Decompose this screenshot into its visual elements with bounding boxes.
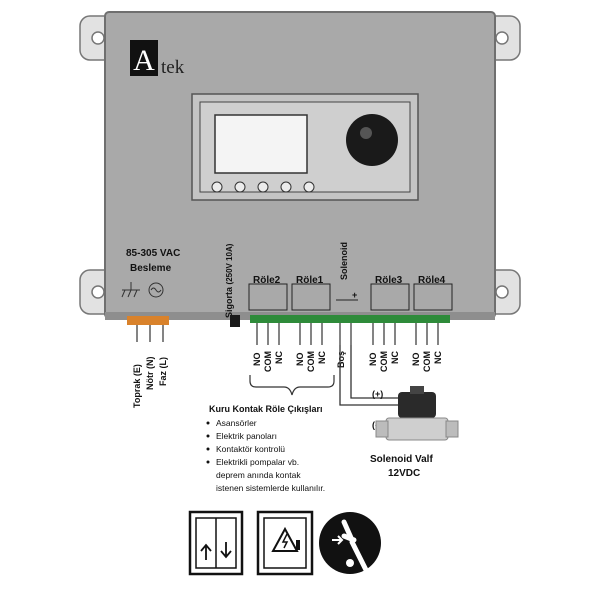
solenoid-valve-icon [375, 386, 459, 441]
dry-contact-list: Asansörler Elektrik panoları Kontaktör k… [206, 418, 325, 493]
valve-name: Solenoid Valf [370, 454, 433, 465]
terminal-neutral: Nötr (N) [145, 357, 155, 391]
relay-symbols [248, 283, 453, 311]
fuse-holder[interactable] [230, 315, 240, 327]
solenoid-label: Solenoid [339, 242, 349, 280]
relay3-label: Röle3 [375, 275, 403, 286]
power-voltage: 85-305 VAC [126, 248, 180, 259]
svg-text:NO: NO [295, 353, 305, 367]
solenoid-spare-terminal: Boş [336, 351, 346, 368]
solenoid-terminal-icon: + [336, 290, 358, 301]
fuse-rating: (250V 10A) [225, 243, 234, 284]
terminal-earth: Toprak (E) [132, 364, 142, 408]
svg-text:NC: NC [433, 351, 443, 364]
relay2-contacts: NO COM NC [252, 351, 284, 372]
terminal-phase: Faz (L) [158, 357, 168, 386]
valve-voltage: 12VDC [388, 468, 420, 479]
panel-buttons[interactable] [211, 181, 315, 193]
svg-text:NC: NC [390, 351, 400, 364]
solenoid-plus: (+) [372, 389, 383, 399]
svg-text:NO: NO [368, 353, 378, 367]
svg-text:istenen sistemlerde kullanılır: istenen sistemlerde kullanılır. [216, 483, 325, 493]
svg-text:Sigorta (250V 10A): Sigorta (250V 10A) [224, 243, 234, 318]
svg-text:+: + [352, 290, 357, 300]
svg-text:NC: NC [274, 351, 284, 364]
rotary-knob[interactable] [346, 114, 398, 166]
fuse-label: Sigorta [224, 286, 234, 318]
electrical-panel-icon [256, 510, 314, 576]
ac-symbol-icon [148, 282, 164, 298]
svg-text:deprem anında kontak: deprem anında kontak [216, 470, 301, 480]
svg-text:Kontaktör kontrolü: Kontaktör kontrolü [216, 444, 285, 454]
lcd-screen [214, 114, 308, 174]
dry-contact-bracket [249, 375, 335, 396]
brand-rest: tek [161, 57, 185, 78]
dry-contact-title: Kuru Kontak Röle Çıkışları [209, 404, 323, 414]
svg-text:NO: NO [411, 353, 421, 367]
power-terminal-block [127, 316, 169, 325]
svg-text:COM: COM [379, 351, 389, 372]
solenoid-wiring [339, 345, 398, 406]
svg-text:NC: NC [317, 351, 327, 364]
svg-text:COM: COM [422, 351, 432, 372]
relay1-contacts: NO COM NC [295, 351, 327, 372]
power-title: Besleme [130, 263, 172, 274]
svg-text:Asansörler: Asansörler [216, 418, 257, 428]
svg-text:Elektrik panoları: Elektrik panoları [216, 431, 277, 441]
contactor-switch-icon [319, 512, 381, 574]
brand-letter: A [133, 44, 155, 77]
relay4-label: Röle4 [418, 275, 446, 286]
relay3-contacts: NO COM NC [368, 351, 400, 372]
relay2-label: Röle2 [253, 275, 281, 286]
relay4-contacts: NO COM NC [411, 351, 443, 372]
svg-text:NO: NO [252, 353, 262, 367]
earth-icon [121, 282, 140, 298]
elevator-icon [188, 510, 244, 576]
relay-terminal-strip [250, 315, 450, 323]
svg-text:Elektrikli pompalar vb.: Elektrikli pompalar vb. [216, 457, 299, 467]
svg-text:COM: COM [263, 351, 273, 372]
relay1-label: Röle1 [296, 275, 324, 286]
svg-text:COM: COM [306, 351, 316, 372]
brand-logo: A tek [130, 40, 185, 78]
